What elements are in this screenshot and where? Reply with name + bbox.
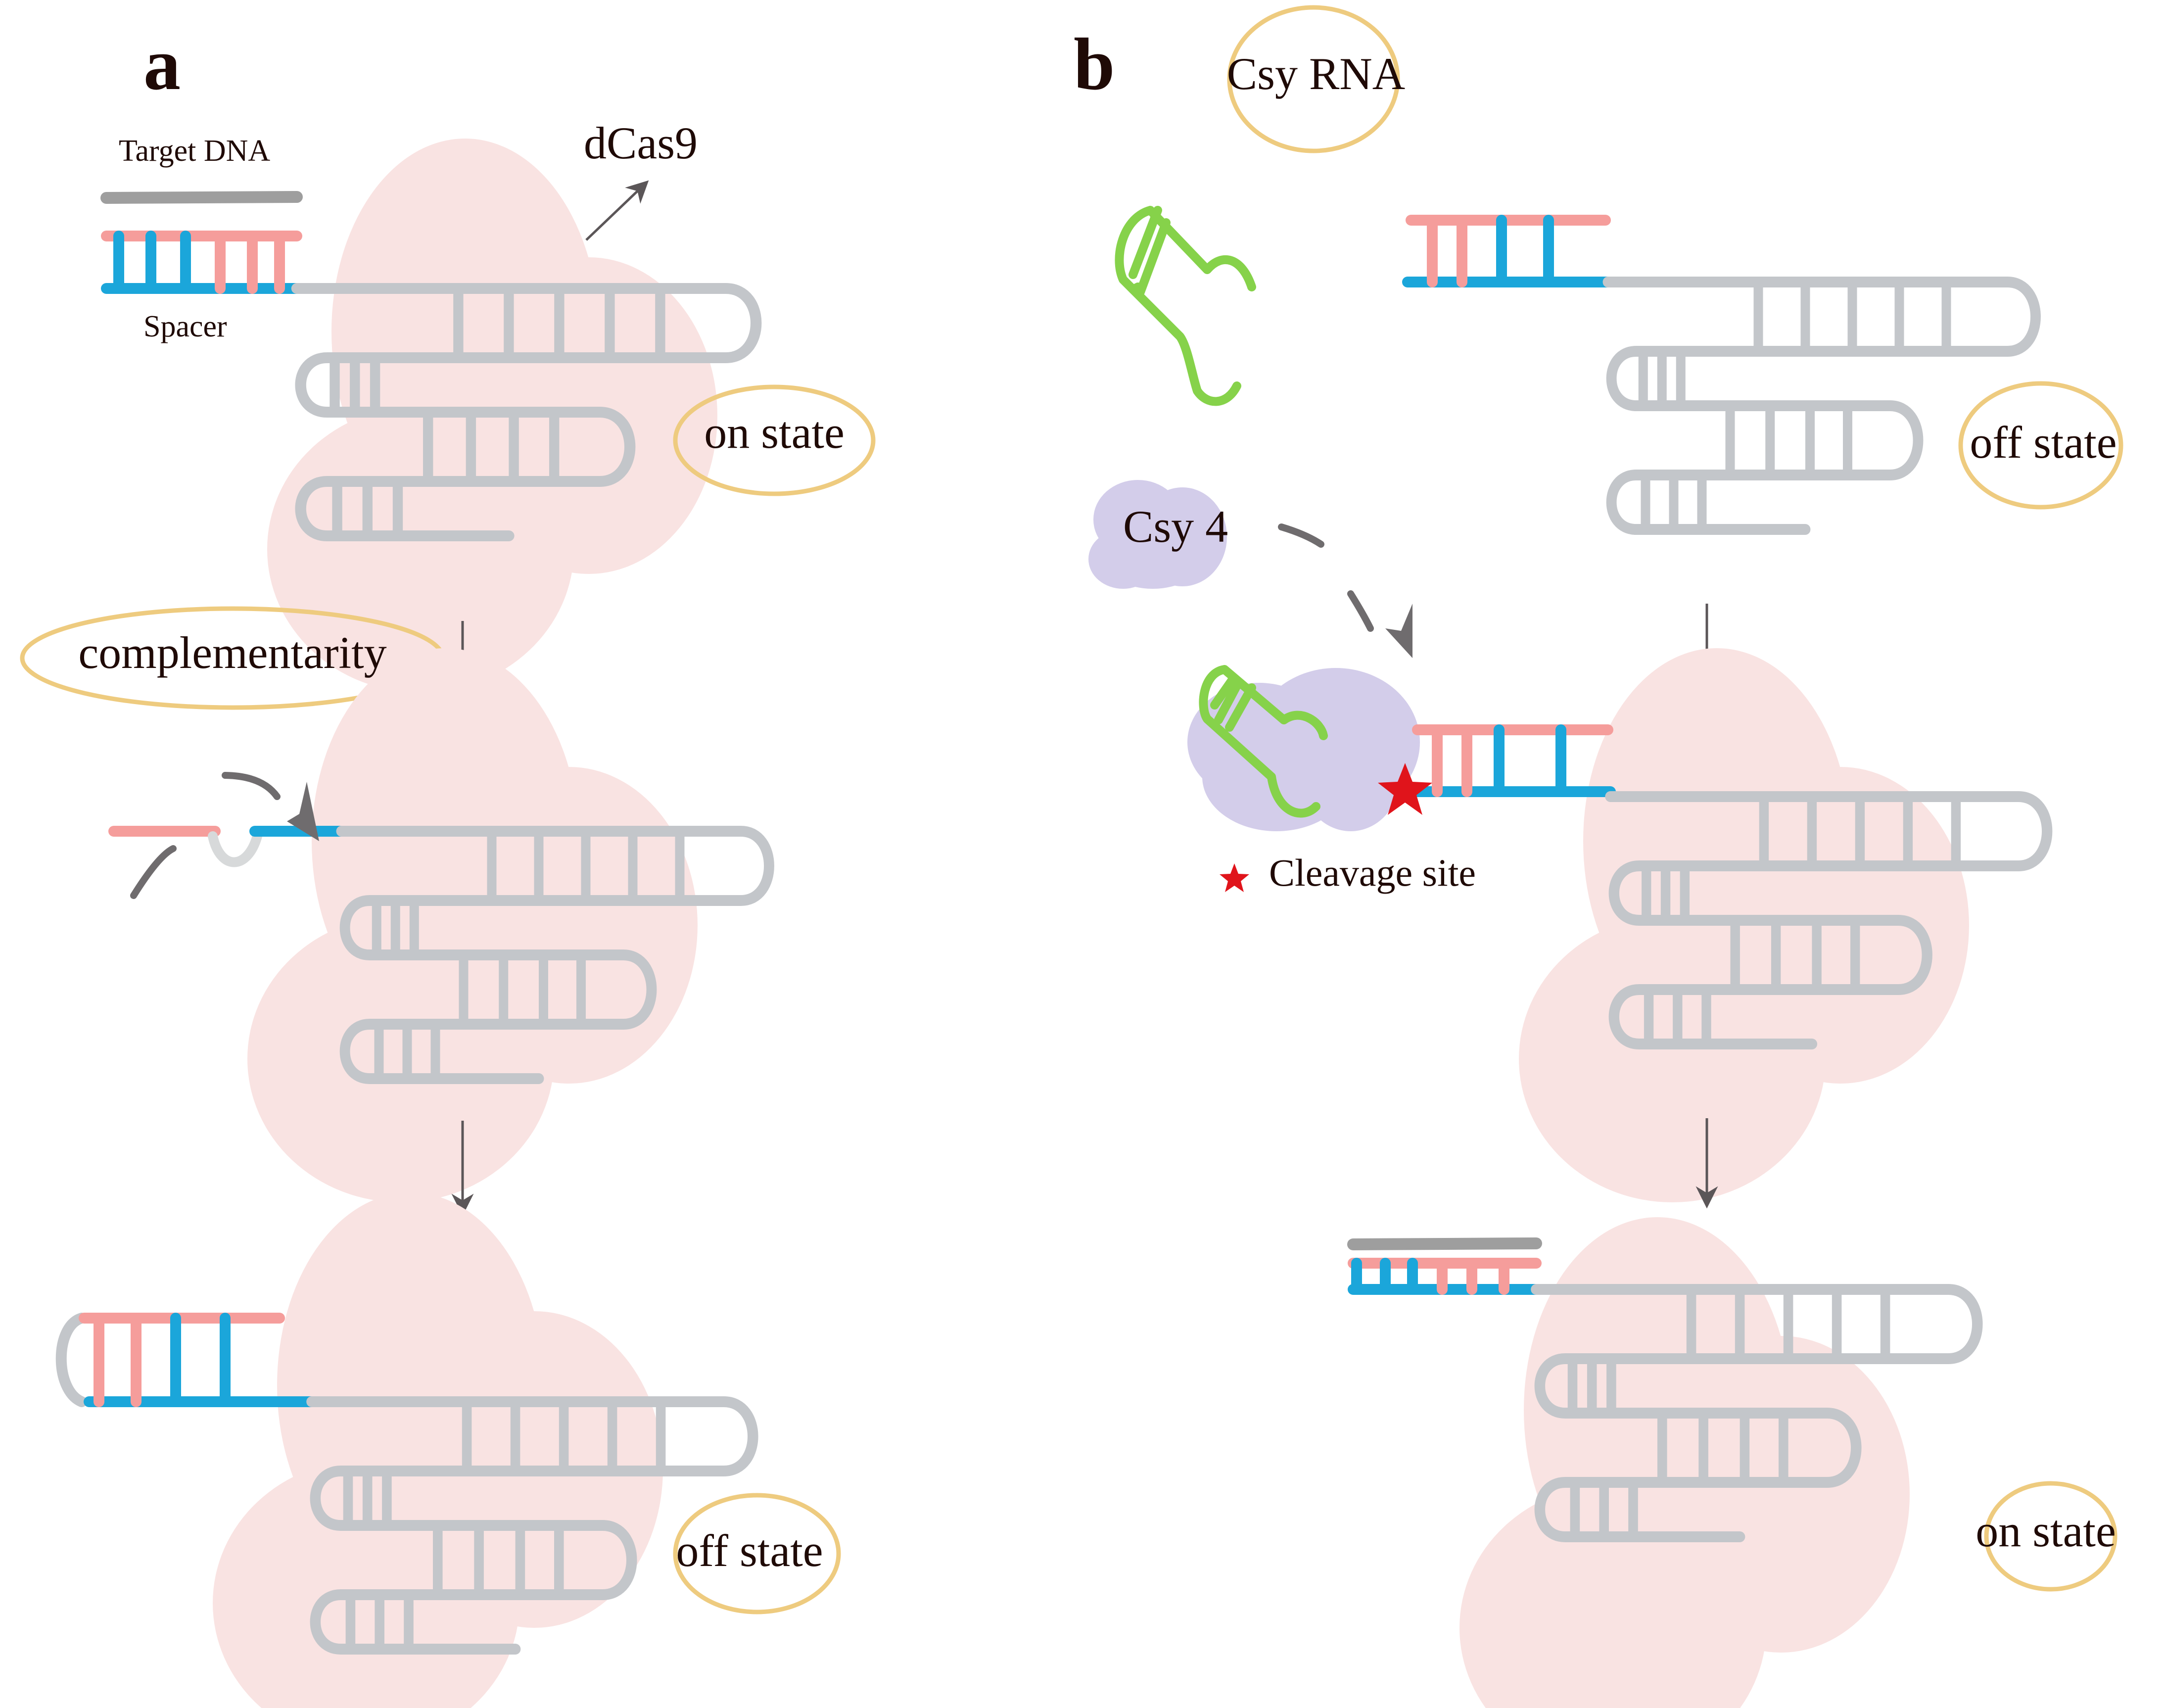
panel-a-step-off: off state [55,1192,841,1708]
state-oval-off [673,1493,841,1614]
panel-b-letter: b [1074,23,1115,105]
guide-rna-scaffold [1608,282,2036,529]
panel-a-step-intermediate [108,648,769,1202]
fold-arrow-part2 [222,772,281,800]
state-oval-off [1958,381,2123,510]
csy-rna-oval [1227,5,1400,153]
dcas9-protein [247,648,698,1202]
spacer-label: Spacer [143,310,227,343]
spacer-duplex [1348,1258,1542,1295]
state-label-off: off state [676,1525,823,1576]
state-oval-on [1984,1481,2117,1592]
panel-a: a Target DNA Spacer dCas9 on state [20,23,876,1708]
dcas9-protein [213,1192,663,1708]
csy-hairpin [1115,206,1256,406]
spacer-duplex [101,231,302,294]
panel-b-step-on: on state [1347,1217,2117,1708]
cleavage-star-icon [1378,763,1432,815]
csy-hairpin [1199,665,1328,818]
panel-b-step-off: off state [1115,206,2123,529]
linker-loop [208,831,262,867]
panel-b-step-cleavage: Cleavage site [1187,648,2047,1202]
target-dna-strand [100,191,303,204]
complementarity-label: complementarity [78,627,386,678]
panel-b: b Csy RNA off state [1074,5,2123,1708]
star-icon [1220,863,1249,892]
hairpin-turn [55,1313,87,1407]
dcas9-label: dCas9 [584,118,698,168]
csy4-label: Csy 4 [1123,501,1228,552]
target-dna-label: Target DNA [119,134,270,168]
panel-a-step-on: Target DNA Spacer dCas9 on state [100,118,876,693]
csy-rna-label: Csy RNA [1227,48,1405,99]
cleavage-site-label: Cleavage site [1269,851,1476,894]
state-label-off: off state [1970,417,2117,468]
binding-arrow-part1 [1278,523,1324,548]
csy4-enzyme [1088,480,1227,589]
state-label-on: on state [1976,1506,2116,1556]
fold-arrow-part1 [130,845,177,899]
binding-arrowhead [1385,604,1412,658]
fold-arrowhead [287,782,319,841]
target-dna-strand [1347,1237,1542,1250]
panel-a-letter: a [143,23,181,105]
dcas9-pointer-arrow [585,180,649,241]
state-label-on: on state [704,407,845,458]
binding-arrow-part2 [1347,590,1374,632]
state-oval-on [673,384,876,496]
